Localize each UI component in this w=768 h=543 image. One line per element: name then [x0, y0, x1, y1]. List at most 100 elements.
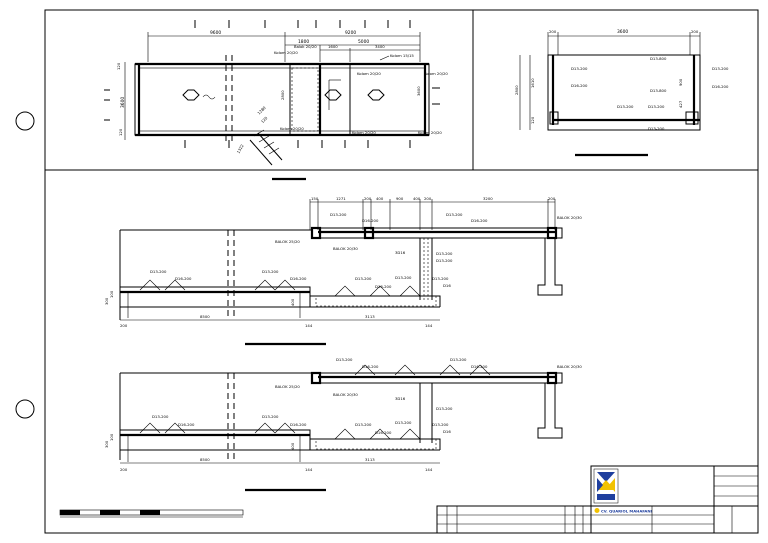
s1-lbl-3d16: 3D16	[395, 250, 406, 255]
detail-label-d13-800-a: D13-800	[650, 56, 667, 61]
s1-dim-left-300: 300	[104, 297, 109, 305]
plan-dim-1600: 1600	[328, 44, 338, 49]
s2-lbl-balok-20-30-a: BALOK 20/30	[557, 364, 582, 369]
plan-dim-3400: 3400	[375, 44, 385, 49]
company-logo	[593, 468, 619, 504]
s1-dim-150: 150	[311, 196, 319, 201]
s2-lbl-low-d16-200-c: D16-200	[375, 430, 392, 435]
s2-lbl-low-d16: D16	[443, 429, 451, 434]
detail-label-d16-200-b: D16-200	[712, 84, 729, 89]
s1-dim-3200: 3200	[483, 196, 493, 201]
s1-dim-bottom-8500: 8500	[200, 314, 210, 319]
label-kolom-20-20-e: Kolom 20/20	[352, 130, 376, 135]
s1-dim-bottom-144b: 144	[425, 323, 433, 328]
s1-lbl-balok-25-20: BALOK 25/20	[275, 239, 300, 244]
s2-dim-bottom-144b: 144	[425, 467, 433, 472]
detail-dim-120: 120	[530, 116, 535, 124]
detail-label-d13-200-c: D13-200	[648, 104, 665, 109]
s2-lbl-d13-200-c: D13-200	[436, 406, 453, 411]
detail-label-d16-200: D16-200	[571, 83, 588, 88]
s1-dim-1271: 1271	[336, 196, 346, 201]
plan-dim-2800: 2800	[280, 90, 285, 100]
detail-label-d13-200-e: D13-200	[712, 66, 729, 71]
s1-dim-bottom-3113: 3113	[365, 314, 375, 319]
s2-dim-left-300: 300	[104, 440, 109, 448]
s1-lbl-d16-200-a: D16-200	[362, 218, 379, 223]
s2-dim-bottom-3113: 3113	[365, 457, 375, 462]
detail-view: 200 3600 200 2800 1610 120 900 427 D13-2…	[514, 29, 729, 157]
s1-lbl-balok-20-30-b: BALOK 20/30	[333, 246, 358, 251]
detail-dim-200a: 200	[549, 29, 557, 34]
plan-stair-dim-120: 120	[260, 115, 269, 124]
binder-hole-top	[15, 111, 35, 131]
plan-dim-9600: 9600	[210, 30, 221, 36]
detail-dim-427: 427	[678, 100, 683, 108]
s1-dim-200a: 200	[364, 196, 372, 201]
plan-view: 9600 1800 5000 9200 1600 3400 120 3600 1…	[104, 20, 448, 181]
label-balok-20-20: Balok 20/20	[294, 44, 317, 49]
plan-dim-right-3600: 3600	[416, 86, 421, 96]
s1-lbl-low-d16: D16	[443, 283, 451, 288]
s2-lbl-low-d16-200-a: D16-200	[178, 422, 195, 427]
s1-lbl-d13-200-a: D13-200	[330, 212, 347, 217]
s1-lbl-low-d13-200-a: D13-200	[150, 269, 167, 274]
s1-dim-900: 900	[396, 196, 404, 201]
s1-dim-400b: 400	[413, 196, 421, 201]
s2-lbl-3d16: 3D16	[395, 396, 406, 401]
s1-dim-200c: 200	[548, 196, 556, 201]
binder-hole-bottom	[15, 399, 35, 419]
label-kolom-20-20-b: Kolom 20/20	[357, 71, 381, 76]
s1-lbl-d16-200-b: D16-200	[471, 218, 488, 223]
s1-lbl-d13-200-d: D13-200	[436, 258, 453, 263]
s1-lbl-low-d13-200-e: D13-200	[432, 276, 449, 281]
detail-label-d13-800-b: D13-800	[650, 88, 667, 93]
label-kolom-20-20-f: Kolom 20/20	[418, 130, 442, 135]
s1-lbl-low-d13-200-d: D13-200	[395, 275, 412, 280]
s1-dim-bottom-144a: 144	[305, 323, 313, 328]
label-kolom-15-15: Kolom 15/15	[390, 53, 414, 58]
s2-lbl-low-d13-200-c: D13-200	[355, 422, 372, 427]
s2-lbl-d16-200-a: D16-200	[362, 364, 379, 369]
detail-label-d13-200-b: D13-200	[617, 104, 634, 109]
s1-dim-left-100: 100	[109, 290, 114, 298]
scale-bar	[59, 509, 244, 518]
s2-lbl-d13-200-a: D13-200	[336, 357, 353, 362]
s1-lbl-low-d16-200-c: D16-200	[375, 284, 392, 289]
s2-dim-bottom-8500: 8500	[200, 457, 210, 462]
s1-lbl-low-d16-200-b: D16-200	[290, 276, 307, 281]
s1-lbl-low-d13-200-c: D13-200	[355, 276, 372, 281]
detail-dim-200b: 200	[691, 29, 699, 34]
label-kolom-20-20-c: Kolom 20/20	[424, 71, 448, 76]
plan-dim-left-120a: 120	[116, 62, 121, 70]
label-kolom-20-20-a: Kolom 20/20	[274, 50, 298, 55]
s1-dim-bottom-200: 200	[120, 323, 128, 328]
s1-lbl-d13-200-b: D13-200	[446, 212, 463, 217]
s2-dim-left-100: 100	[109, 433, 114, 441]
detail-dim-2800: 2800	[514, 85, 519, 95]
plan-stair-dim-1322: 1322	[236, 143, 245, 154]
detail-dim-900: 900	[678, 78, 683, 86]
company-name: CV. QUARIOL MAHAFANI	[601, 509, 653, 514]
s1-dim-400a: 400	[376, 196, 384, 201]
detail-dim-1610: 1610	[530, 78, 535, 88]
s1-lbl-low-d16-200-a: D16-200	[175, 276, 192, 281]
s2-lbl-low-d13-200-e: D13-200	[432, 422, 449, 427]
detail-dim-3600: 3600	[617, 29, 628, 35]
s2-lbl-low-d13-200-a: D13-200	[152, 414, 169, 419]
s1-lbl-d13-200-c: D13-200	[436, 251, 453, 256]
s1-dim-200b: 200	[424, 196, 432, 201]
s2-lbl-balok-20-30-b: BALOK 20/30	[333, 392, 358, 397]
plan-dim-9200: 9200	[345, 30, 356, 36]
label-kolom-20-20-d: Kolom 20/20	[280, 126, 304, 131]
plan-stair-dim-1280: 1280	[256, 105, 267, 116]
s2-dim-bottom-200: 200	[120, 467, 128, 472]
s2-dim-400: 400	[290, 442, 295, 450]
detail-label-d13-200-d: D13-200	[648, 126, 665, 131]
detail-label-d13-200-a: D13-200	[571, 66, 588, 71]
s2-lbl-low-d13-200-b: D13-200	[262, 414, 279, 419]
s2-lbl-low-d16-200-b: D16-200	[290, 422, 307, 427]
s1-lbl-balok-20-30-a: BALOK 20/30	[557, 215, 582, 220]
section-1: 150 1271 200 400 900 400 200 3200 200 D1…	[104, 196, 582, 346]
plan-dim-1800: 1800	[298, 39, 309, 45]
